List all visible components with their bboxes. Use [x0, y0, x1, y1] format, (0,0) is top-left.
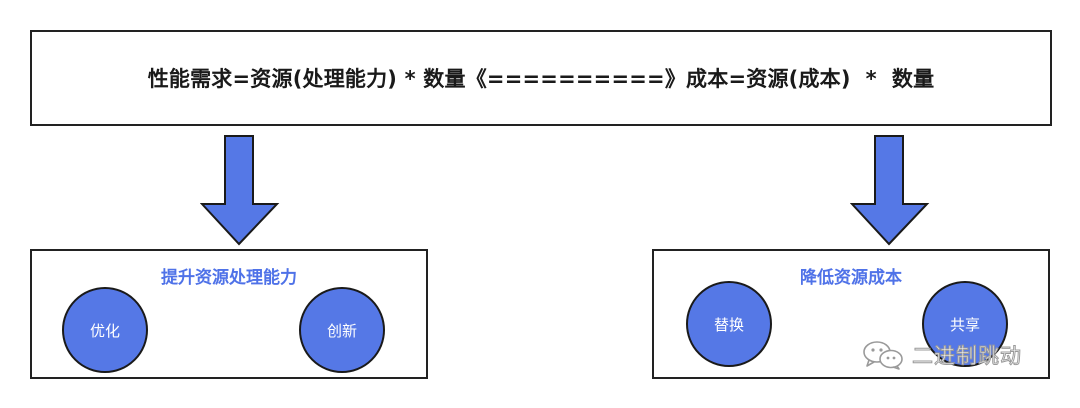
formula-text: 性能需求=资源(处理能力) * 数量《==========》成本=资源(成本) … — [147, 67, 935, 91]
share-label: 共享 — [949, 315, 980, 334]
optimize-label: 优化 — [89, 321, 120, 340]
innovate-label: 创新 — [326, 321, 357, 340]
replace-label: 替换 — [713, 315, 744, 334]
innovate-circle: 创新 — [299, 287, 385, 373]
optimize-circle: 优化 — [62, 287, 148, 373]
wechat-icon — [863, 341, 903, 370]
improve-capacity-panel: 提升资源处理能力 优化 创新 — [30, 249, 428, 379]
watermark: 二进制跳动 — [862, 340, 1022, 370]
right-down-arrow — [850, 135, 930, 246]
improve-capacity-title: 提升资源处理能力 — [161, 268, 297, 288]
share-circle: 共享 — [922, 281, 1008, 367]
reduce-cost-panel: 降低资源成本 替换 共享 — [652, 249, 1050, 379]
formula-box: 性能需求=资源(处理能力) * 数量《==========》成本=资源(成本) … — [30, 30, 1052, 126]
replace-circle: 替换 — [686, 281, 772, 367]
watermark-text: 二进制跳动 — [912, 344, 1022, 369]
left-down-arrow — [200, 135, 280, 246]
reduce-cost-title: 降低资源成本 — [800, 268, 902, 288]
